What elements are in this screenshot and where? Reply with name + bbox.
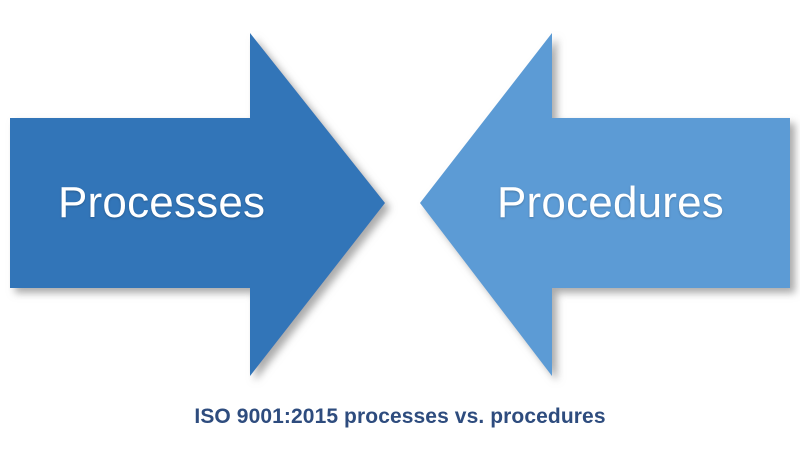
- left-arrow-shape: [10, 33, 385, 376]
- diagram-caption: ISO 9001:2015 processes vs. procedures: [194, 405, 606, 428]
- right-arrow-label: Procedures: [497, 178, 725, 227]
- left-arrow-label: Processes: [58, 178, 266, 227]
- right-arrow-shape: [420, 33, 790, 376]
